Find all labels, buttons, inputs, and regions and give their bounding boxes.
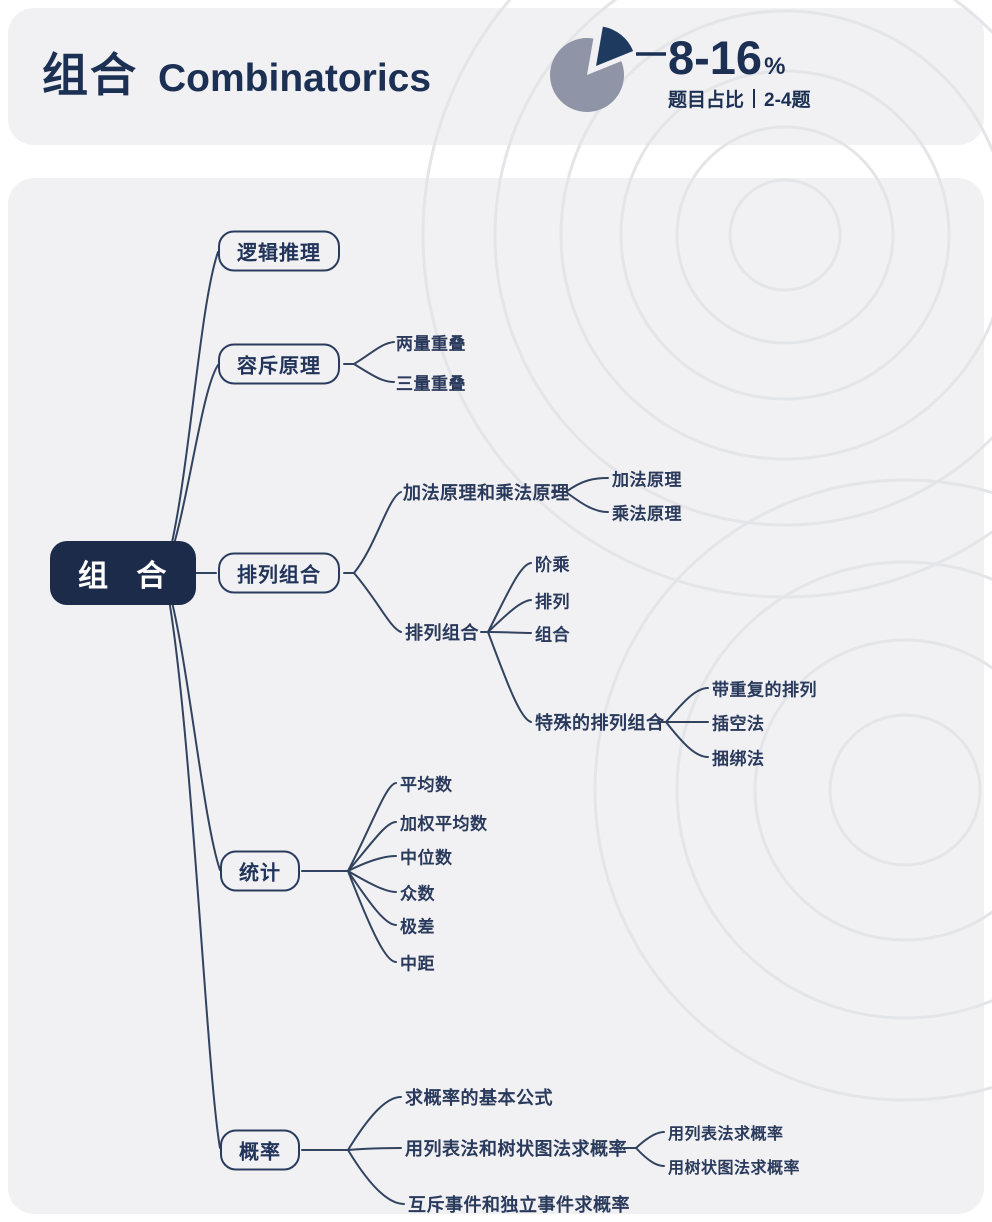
title-english: Combinatorics (158, 57, 432, 100)
subbranch-node: 用列表法和树状图法求概率 (405, 1139, 627, 1159)
leaf-node: 中距 (400, 954, 435, 974)
leaf-node: 两量重叠 (396, 334, 466, 354)
subbranch-node: 排列组合 (405, 623, 479, 643)
subbranch-node: 特殊的排列组合 (535, 713, 665, 733)
header: 组合 Combinatorics 8-16% 题目占比 2-4题 (0, 0, 992, 145)
leaf-node: 排列 (535, 592, 570, 612)
title-chinese: 组合 (42, 49, 138, 101)
leaf-node: 三量重叠 (396, 374, 466, 394)
subbranch-node: 加法原理和乘法原理 (403, 483, 570, 503)
leaf-node: 插空法 (712, 714, 765, 734)
branch-node-logic: 逻辑推理 (218, 230, 340, 272)
leaf-node: 极差 (400, 917, 435, 937)
branch-node-permutation-combination: 排列组合 (218, 552, 340, 594)
leaf-node: 阶乘 (535, 555, 570, 575)
stat-block: 8-16% 题目占比 2-4题 (668, 34, 810, 112)
stat-caption: 题目占比 2-4题 (668, 85, 810, 112)
leaf-node: 乘法原理 (612, 504, 682, 524)
leaf-node: 组合 (535, 625, 570, 645)
page-title: 组合 Combinatorics (42, 39, 431, 105)
branch-node-probability: 概率 (220, 1129, 300, 1171)
leaf-node: 捆绑法 (712, 749, 765, 769)
leaf-node: 中位数 (400, 848, 453, 868)
stat-number: 8-16 (668, 31, 763, 84)
stat-unit: % (764, 53, 786, 80)
branch-node-inclusion-exclusion: 容斥原理 (218, 343, 340, 385)
mindmap-root-node: 组 合 (50, 541, 197, 605)
leaf-node: 用树状图法求概率 (668, 1160, 801, 1177)
branch-node-statistics: 统计 (220, 850, 300, 892)
leaf-node: 加权平均数 (400, 814, 488, 834)
leaf-node: 求概率的基本公式 (405, 1088, 553, 1108)
leaf-node: 众数 (400, 884, 435, 904)
leaf-node: 带重复的排列 (712, 680, 817, 700)
stat-label: 题目占比 (668, 90, 745, 111)
leaf-node: 平均数 (400, 775, 453, 795)
mindmap-panel (8, 178, 984, 1214)
leaf-node: 加法原理 (612, 470, 682, 490)
stat-count: 2-4题 (764, 90, 811, 111)
leaf-node: 互斥事件和独立事件求概率 (408, 1195, 630, 1215)
stat-value: 8-16% (668, 34, 810, 81)
separator (753, 89, 756, 108)
leaf-node: 用列表法求概率 (668, 1126, 784, 1143)
pie-chart-icon (550, 26, 666, 112)
